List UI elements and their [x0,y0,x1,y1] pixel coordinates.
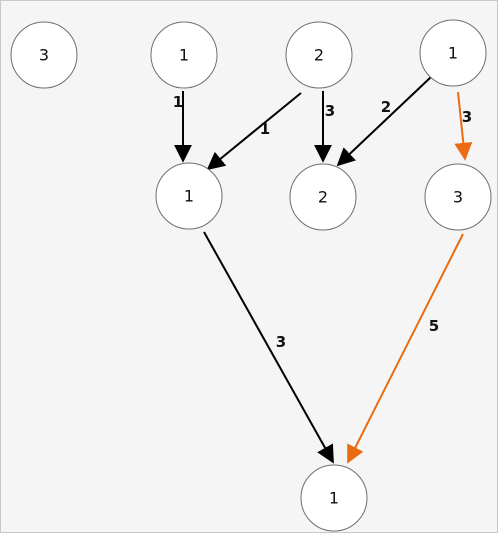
edge-n5-n8 [203,231,334,464]
edge-n4-n7 [454,91,473,161]
edge-weight-label: 3 [276,333,286,351]
edge-weight-label: 5 [429,317,439,335]
edge-weight-label: 3 [462,108,472,126]
node-circle [10,21,78,89]
graph-node: 2 [289,163,357,231]
node-circle [419,19,487,87]
node-value-label: 2 [318,188,328,207]
node-circle [289,163,357,231]
node-circle [424,163,492,231]
node-circle [300,464,368,532]
edge-weight-label: 3 [325,102,335,120]
graph-node: 1 [300,464,368,532]
node-circle [285,21,353,89]
node-circle [155,162,223,230]
graph-node: 1 [150,21,218,89]
node-value-label: 1 [184,187,194,206]
graph-node: 1 [419,19,487,87]
graph-node: 2 [285,21,353,89]
node-circle [150,21,218,89]
graph-node: 1 [155,162,223,230]
node-value-label: 3 [39,46,49,65]
edge-n3-n5 [206,92,302,171]
graph-node: 3 [10,21,78,89]
graph-node: 3 [424,163,492,231]
node-value-label: 1 [179,46,189,65]
edge-weight-label: 2 [381,98,391,116]
node-value-label: 2 [314,46,324,65]
edge-n7-n8 [347,233,464,464]
edge-weight-label: 1 [173,93,183,111]
node-value-label: 1 [448,44,458,63]
node-value-label: 1 [329,489,339,508]
node-value-label: 3 [453,188,463,207]
edge-weight-label: 1 [260,120,270,138]
edge-n4-n6 [336,76,432,167]
